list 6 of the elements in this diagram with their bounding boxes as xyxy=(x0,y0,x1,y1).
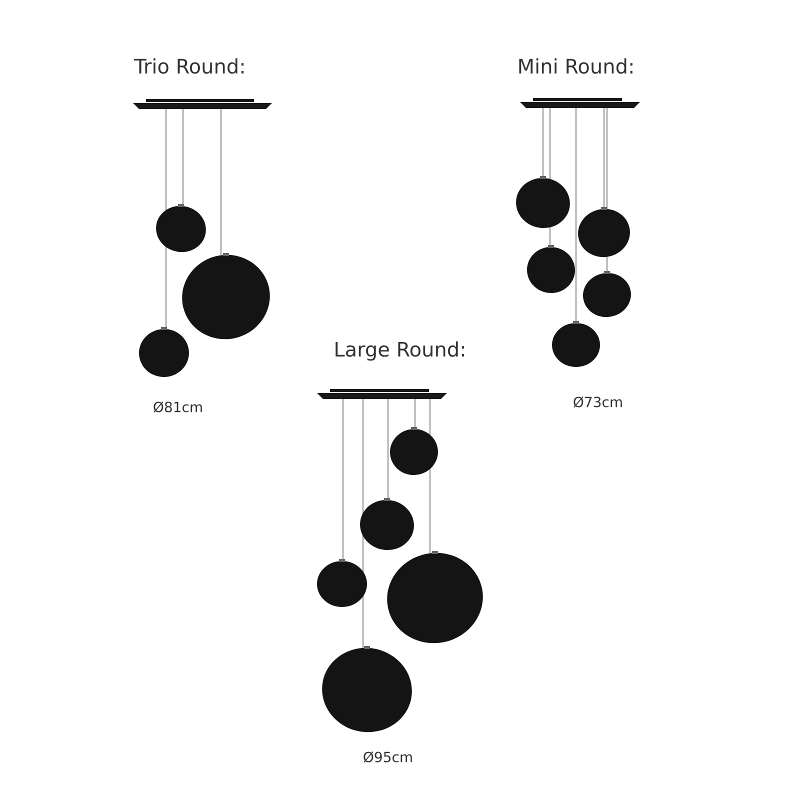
dimension-label: Ø73cm xyxy=(574,396,622,408)
heading: Trio Round: xyxy=(134,58,244,74)
dimension-label: Ø95cm xyxy=(364,751,412,763)
dimension-label: Ø81cm xyxy=(154,401,202,413)
heading: Large Round: xyxy=(336,341,464,361)
heading: Mini Round: xyxy=(519,58,632,74)
